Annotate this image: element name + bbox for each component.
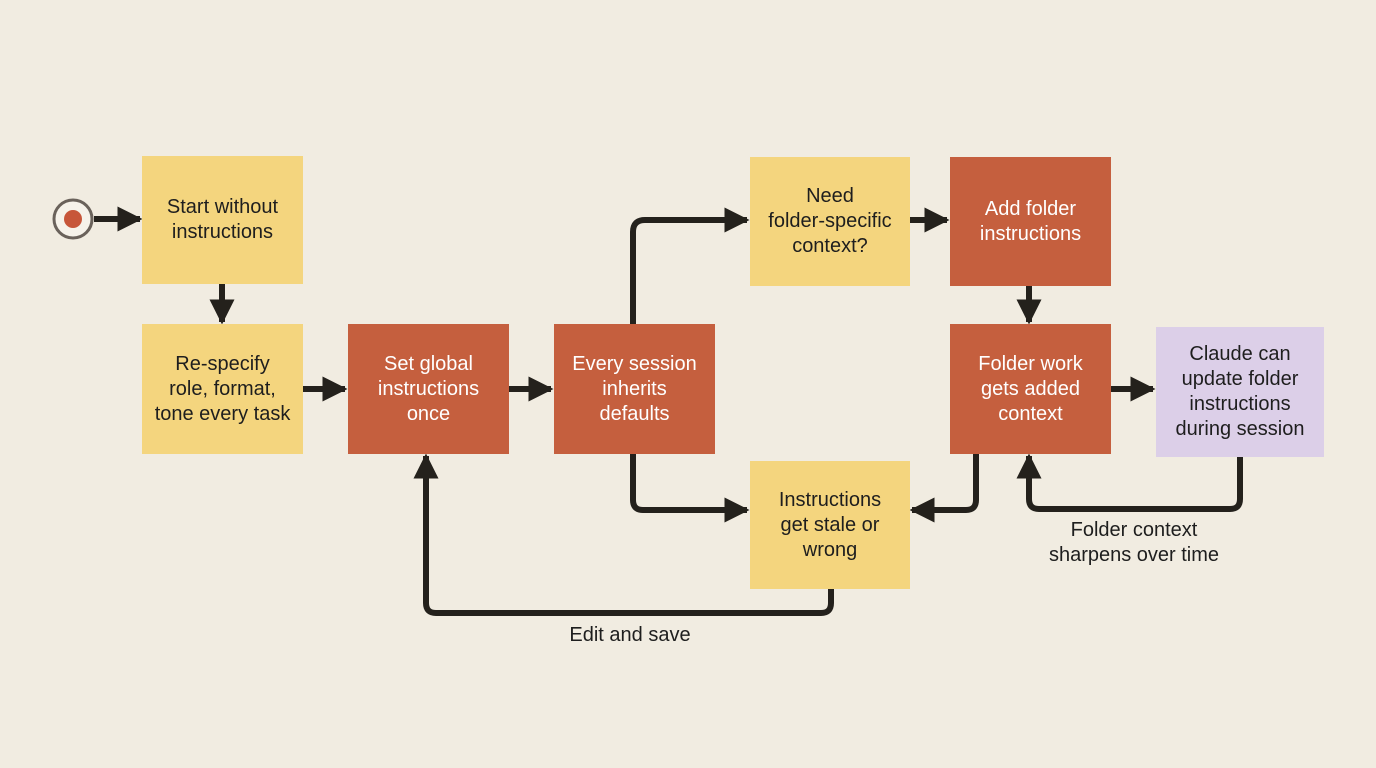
arrow-every-session-to-need-folder xyxy=(630,207,750,324)
arrow-stale-to-set-global xyxy=(413,453,834,616)
node-respecify-every-task: Re-specify role, format, tone every task xyxy=(142,324,303,454)
edge-label-folder-context-sharpens: Folder context sharpens over time xyxy=(1048,519,1220,566)
node-label: Re-specify role, format, tone every task xyxy=(154,352,291,425)
edge-label-edit-and-save: Edit and save xyxy=(569,624,691,646)
node-instructions-stale: Instructions get stale or wrong xyxy=(750,461,910,589)
node-label: Folder work gets added context xyxy=(978,352,1083,425)
node-claude-update-folder: Claude can update folder instructions du… xyxy=(1156,327,1324,457)
arrow-every-session-to-stale xyxy=(630,454,750,523)
node-set-global-instructions: Set global instructions once xyxy=(348,324,509,454)
node-label: Claude can update folder instructions du… xyxy=(1175,343,1305,440)
arrow-claude-update-to-folder-work xyxy=(1016,453,1243,512)
node-label: Every session inherits defaults xyxy=(572,352,697,425)
node-label: Instructions get stale or wrong xyxy=(778,488,882,561)
arrow-folder-work-to-stale xyxy=(909,454,979,523)
start-circle-icon xyxy=(52,198,94,240)
node-every-session-inherits: Every session inherits defaults xyxy=(554,324,715,454)
node-label: Set global instructions once xyxy=(377,352,480,425)
node-folder-work-context: Folder work gets added context xyxy=(950,324,1111,454)
node-start-without-instructions: Start without instructions xyxy=(142,156,303,284)
node-label: Need folder-specific context? xyxy=(768,185,892,257)
node-add-folder-instructions: Add folder instructions xyxy=(950,157,1111,286)
node-need-folder-context: Need folder-specific context? xyxy=(750,157,910,286)
node-label: Start without instructions xyxy=(166,196,279,243)
node-label: Add folder instructions xyxy=(979,197,1082,245)
